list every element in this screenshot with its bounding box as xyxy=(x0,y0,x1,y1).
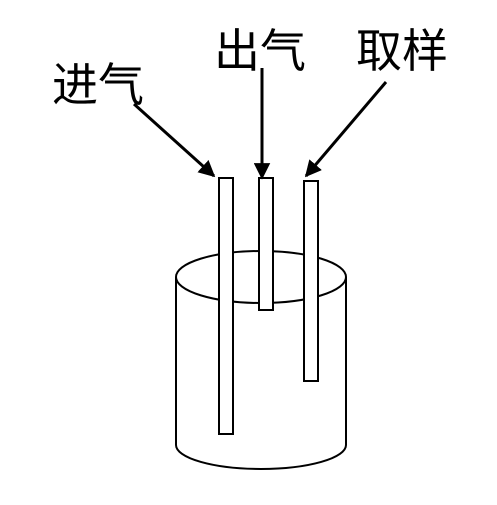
inlet-label: 进气 xyxy=(52,58,144,112)
sample-tube xyxy=(303,180,319,382)
outlet-label: 出气 xyxy=(214,24,306,78)
inlet-tube xyxy=(218,177,234,435)
bottle-body xyxy=(175,277,347,470)
sample-label: 取样 xyxy=(356,24,448,78)
inlet-arrow xyxy=(132,102,216,178)
sample-arrow xyxy=(304,81,388,178)
outlet-tube xyxy=(258,177,274,311)
